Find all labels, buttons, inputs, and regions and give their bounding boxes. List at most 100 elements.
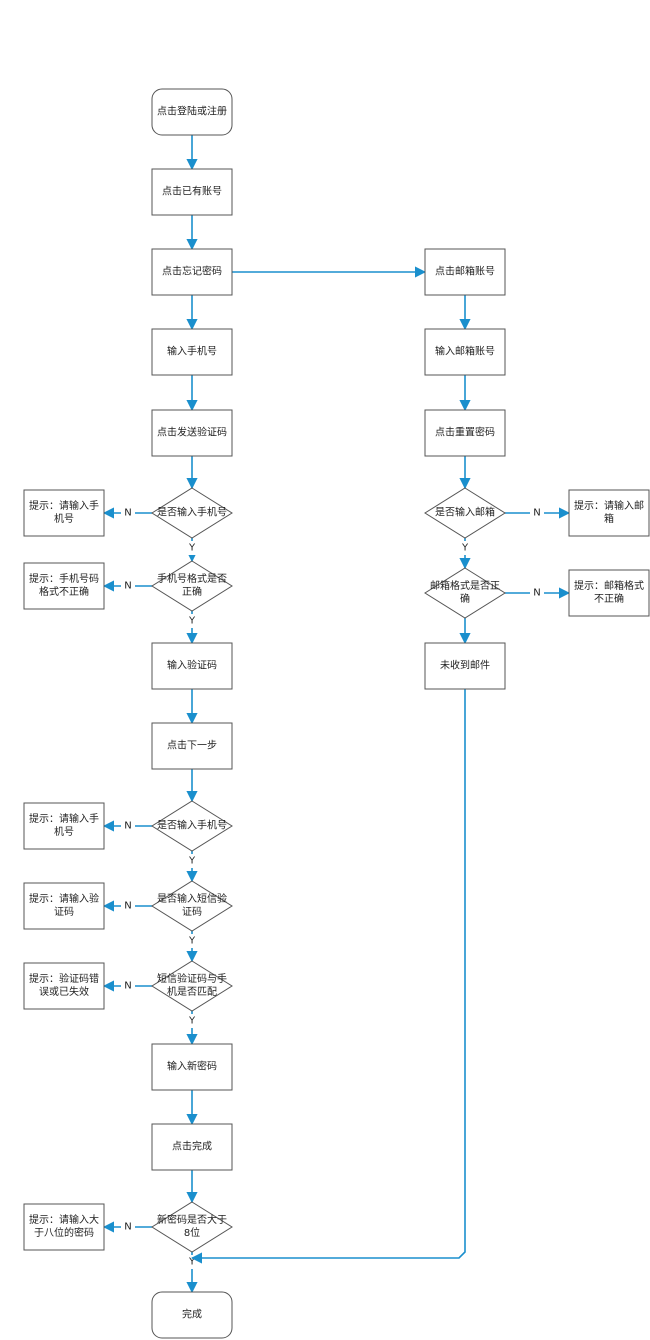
node-text: 点击已有账号 [162,185,222,198]
connector-no-email-received-to-end [190,689,466,1264]
node-text: 点击邮箱账号 [435,265,495,278]
node-text: 完成 [182,1308,202,1321]
edge-label-background [185,934,199,948]
node-q-phone-entered-2: 是否输入手机号 [151,800,233,852]
edge-label-background [185,541,199,555]
edge-label-background [185,614,199,628]
node-text: 是否输入邮箱 [435,506,495,519]
process-box [151,1123,233,1171]
node-text: 机号 [54,512,74,525]
node-text: 于八位的密码 [34,1226,94,1239]
edge-label-background [121,1220,135,1234]
node-enter-new-password: 输入新密码 [151,1043,233,1091]
node-text: 机是否匹配 [167,985,217,998]
edge-label: Y [461,543,469,554]
node-text: 箱 [604,512,614,525]
node-text: 点击下一步 [167,740,217,752]
process-box [568,489,650,537]
process-box [23,489,105,537]
node-text: 证码 [54,906,74,918]
process-box [23,962,105,1010]
edge-label-background [121,819,135,833]
edge-label-background [185,1014,199,1028]
node-text: 输入验证码 [167,659,217,672]
node-text: 短信验证码与手 [157,972,227,985]
node-text: 是否输入手机号 [157,819,227,832]
node-text: 点击完成 [172,1140,212,1153]
node-q-email-entered: 是否输入邮箱 [424,487,506,539]
edge-label: Y [188,1016,196,1027]
edge-label: N [124,981,131,992]
node-text: 正确 [182,585,202,598]
edge-label: N [124,901,131,912]
process-box [424,409,506,457]
node-text: 输入手机号 [167,345,217,358]
node-text: 手机号格式是否 [157,572,227,585]
node-text: 点击登陆或注册 [157,105,227,118]
edge-label: Y [188,936,196,947]
node-q-phone-entered-1: 是否输入手机号 [151,487,233,539]
process-box [151,642,233,690]
process-box [424,248,506,296]
decision-diamond [151,800,233,852]
node-text: 提示：验证码错 [29,972,99,985]
node-send-code: 点击发送验证码 [151,409,233,457]
edge-label-background [121,979,135,993]
node-text: 提示：请输入邮 [574,499,644,512]
decision-diamond [424,487,506,539]
edge-label: Y [188,856,196,867]
node-text: 点击忘记密码 [162,265,222,278]
node-existing-account: 点击已有账号 [151,168,233,216]
edge-label-background [121,579,135,593]
node-text: 是否输入短信验 [157,892,227,905]
node-enter-email: 输入邮箱账号 [424,328,506,376]
edge-label: Y [188,616,196,627]
node-text: 8位 [184,1226,200,1239]
decision-diamond [424,567,506,619]
node-next-step: 点击下一步 [151,722,233,770]
decision-diamond [151,880,233,932]
process-box [23,882,105,930]
node-text: 不正确 [594,592,624,605]
edge-label: N [533,508,540,519]
edge-label-background [185,854,199,868]
process-box [151,168,233,216]
process-box [424,642,506,690]
node-text: 新密码是否大于 [157,1213,227,1226]
process-box [151,409,233,457]
edge-label: N [124,581,131,592]
node-text: 确 [460,592,470,605]
node-text: 点击重置密码 [435,426,495,439]
node-start: 点击登陆或注册 [151,88,233,136]
edge-label-background [121,899,135,913]
edge-label: Y [188,543,196,554]
node-text: 输入邮箱账号 [435,345,495,358]
node-text: 提示：请输入手 [29,499,99,512]
edge-label-background [530,506,544,520]
node-text: 格式不正确 [39,585,89,598]
node-text: 提示：邮箱格式 [574,579,644,592]
decision-diamond [151,1201,233,1253]
node-text: 未收到邮件 [440,659,490,672]
node-layer: 点击登陆或注册点击已有账号点击忘记密码输入手机号点击发送验证码是否输入手机号提示… [23,88,650,1339]
process-box [23,802,105,850]
edge-label: N [124,508,131,519]
edge-label-background [458,541,472,555]
edge-label-background [530,586,544,600]
node-enter-phone: 输入手机号 [151,328,233,376]
process-box [151,328,233,376]
node-no-email-received: 未收到邮件 [424,642,506,690]
process-box [568,569,650,617]
